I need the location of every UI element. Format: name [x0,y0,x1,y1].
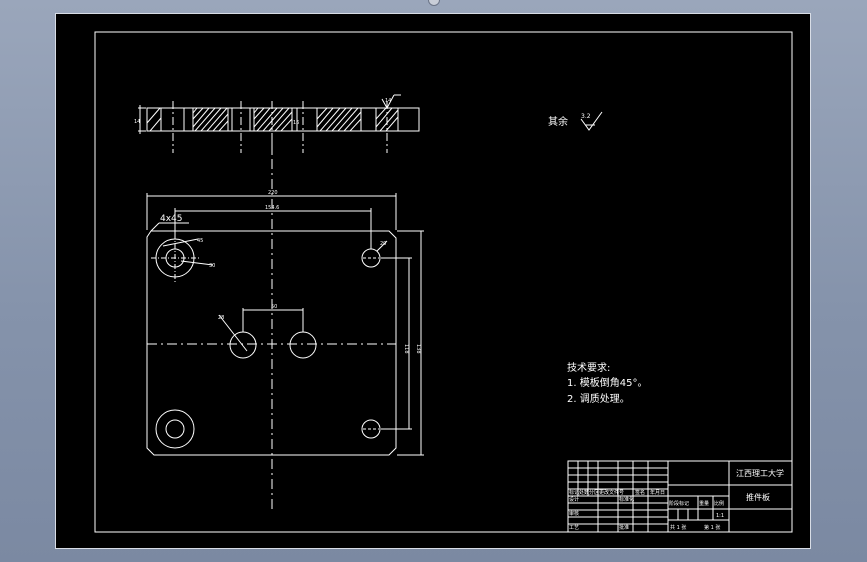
dim-center-gap: 50 [271,304,277,310]
surface-finish-value: 3.2 [581,113,591,120]
dim-hole-top-left-dia: 30 [209,263,215,269]
tb-sheet-total: 共 1 张 [670,524,686,531]
tb-weight: 重量 [699,500,709,507]
hole-center-right [289,331,317,359]
tb-process: 工艺 [569,525,579,531]
hole-center-left [229,331,257,359]
tb-scale: 比例 [714,500,724,507]
title-block [567,460,793,533]
dim-chamfer: 4x45 [160,214,183,224]
tb-designer: 设计 [569,496,579,503]
dim-hole-top-left-label: 45 [197,238,203,244]
dim-inner-span: 154.6 [265,205,279,211]
drawing-canvas[interactable]: 14 16 14 [55,13,811,549]
section-hatch [146,107,399,132]
tech-req-item-2: 2. 调质处理。 [567,393,630,405]
tb-review: 审核 [569,510,579,517]
sheet-border [94,31,793,533]
dim-hole-center: 28 [218,315,224,321]
tb-count: 处数 [579,489,589,496]
tb-standard: 标准化 [619,496,634,503]
drawing-svg: 14 16 14 [94,31,793,533]
plan-view [146,139,424,511]
tb-school: 江西理工大学 [736,468,784,478]
tb-doc: 更改文件号 [599,489,624,496]
tb-part-name: 推件板 [746,492,770,502]
tb-scale-value: 1:1 [716,513,724,519]
dim-hole-top-right: 20 [380,241,386,247]
section-outline [146,107,420,132]
tb-zone: 分区 [589,489,599,496]
dim-width-top: 220 [268,190,278,196]
tech-req-title: 技术要求: [567,361,610,374]
title-block-labels: 标记 处数 分区 更改文件号 签名 年月日 设计 标准化 审核 工艺 批准 阶段… [569,489,724,531]
tb-sheet-no: 第 1 张 [704,524,720,531]
tb-approve: 批准 [619,524,629,531]
surface-finish-label: 其余 [548,115,568,128]
tb-date: 年月日 [650,489,665,496]
hole-bottom-right [361,419,381,439]
dim-height-inner: 118 [403,344,409,354]
tb-sign: 签名 [635,489,645,496]
counterbore-bottom-left [155,409,195,449]
dim-height-outer: 138 [415,344,421,354]
section-view [138,94,420,153]
surface-finish-symbol [580,111,603,131]
plate-outline [146,230,397,456]
tech-req-item-1: 1. 模板倒角45°。 [567,376,647,389]
dim-section-left: 14 [134,119,140,125]
tb-stage: 阶段标记 [669,500,689,507]
dim-section-right: 14 [385,98,391,104]
window-handle[interactable] [428,0,440,6]
dim-section-mid: 16 [293,120,299,126]
tb-mark: 标记 [569,489,579,496]
